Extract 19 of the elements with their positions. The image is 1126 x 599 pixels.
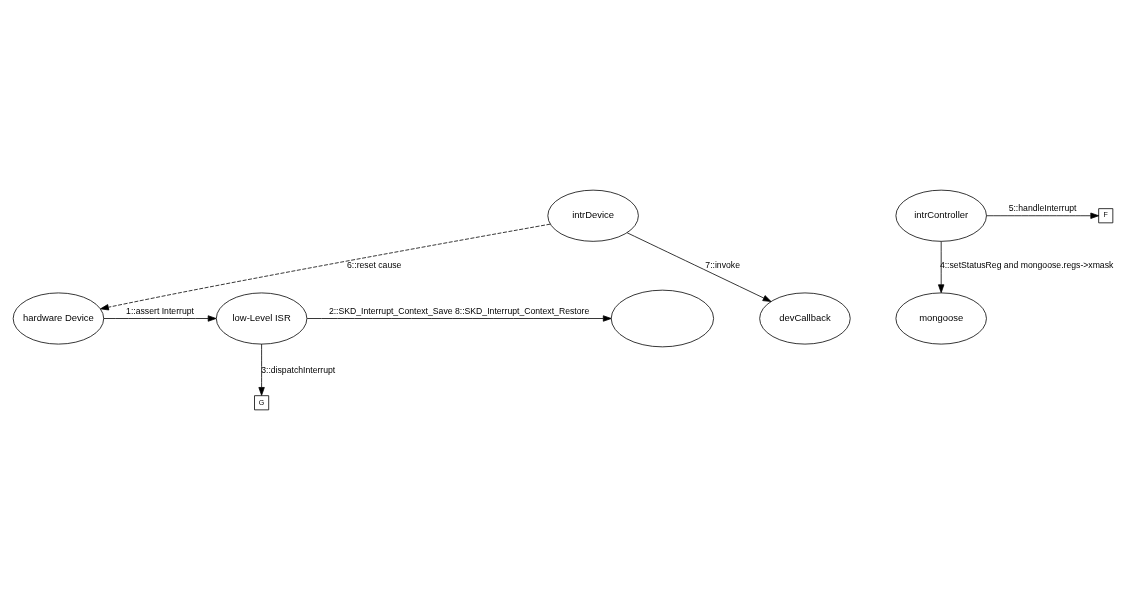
node-ellipse: intrDevice [547,189,639,242]
node-ellipse: low-Level ISR [215,292,308,344]
edge-label: 4::setStatusReg and mongoose.regs->xmask [939,259,1114,270]
node-ellipse: intrController [895,189,987,242]
edge-label: 7::invoke [705,259,740,270]
node-ellipse: mongoose [895,292,987,344]
arrow [103,314,217,322]
node-ellipse: hardware Device [12,292,105,344]
arrow [938,240,945,293]
edge-label: 1::assert Interrupt [126,305,194,316]
arrow [626,231,772,302]
edge-label: 5::handleInterrupt [1008,202,1077,213]
edge-label: 2::SKD_Interrupt_Context_Save 8::SKD_Interrupt_Context_Restore [328,305,590,316]
arrow [100,223,551,310]
node-cloud [610,289,714,347]
arrow [258,343,265,396]
arrow [986,212,1100,219]
arrow [306,314,612,322]
edge-label: 6::reset cause [347,259,402,270]
